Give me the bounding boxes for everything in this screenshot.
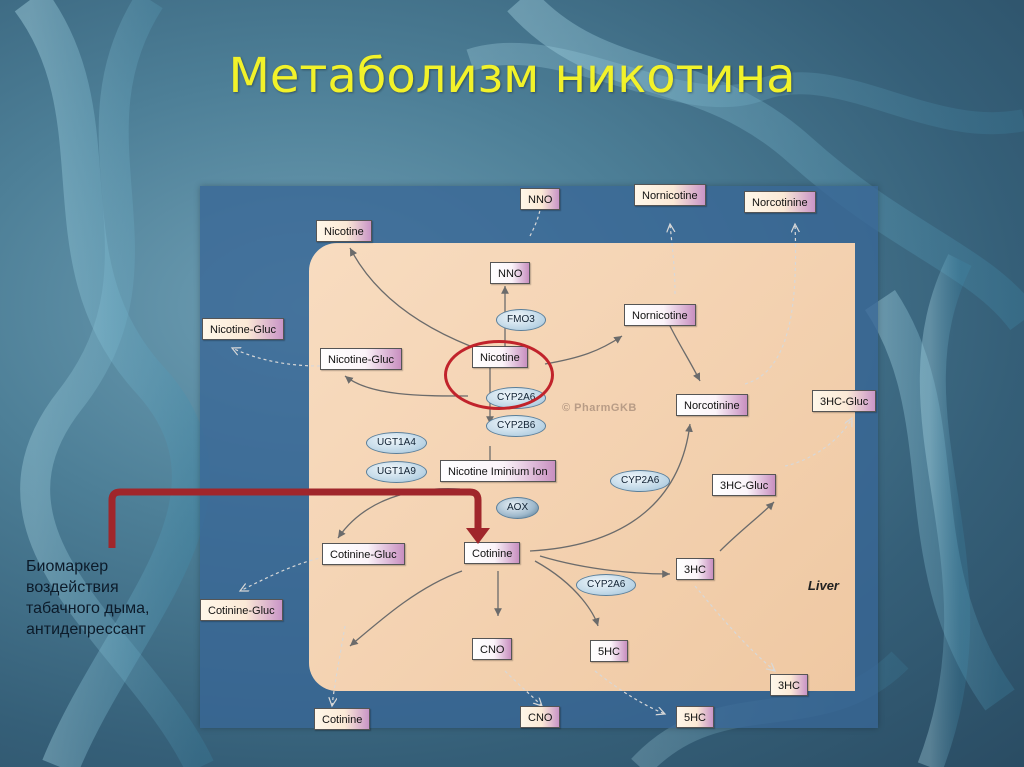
enzyme-aox: AOX — [496, 497, 540, 519]
node-cotinine-gluc-outside: Cotinine-Gluc — [200, 599, 283, 621]
slide-title: Метаболизм никотина — [228, 48, 796, 104]
node-nno-outside: NNO — [520, 188, 561, 210]
node-nornicotine-outside: Nornicotine — [634, 184, 706, 206]
node-cotinine: Cotinine — [464, 542, 521, 564]
node-nicotine-outside: Nicotine — [316, 220, 372, 242]
node-cno-outside: CNO — [520, 706, 561, 728]
pharmgkb-watermark: © PharmGKB — [562, 402, 637, 414]
node-5hc-outside: 5HC — [676, 706, 715, 728]
nicotine-highlight-circle — [444, 340, 554, 410]
pathway-arrows — [200, 186, 878, 728]
node-cno: CNO — [472, 638, 513, 660]
enzyme-cyp2a6-cotinine: CYP2A6 — [610, 470, 671, 492]
node-nornicotine: Nornicotine — [624, 304, 696, 326]
node-5hc: 5HC — [590, 640, 629, 662]
node-nicotine-gluc: Nicotine-Gluc — [320, 348, 403, 370]
node-norcotinine-outside: Norcotinine — [744, 191, 816, 213]
enzyme-fmo3: FMO3 — [496, 309, 546, 331]
node-cotinine-outside: Cotinine — [314, 708, 371, 730]
enzyme-cyp2b6: CYP2B6 — [486, 415, 547, 437]
node-3hc-outside: 3HC — [770, 674, 809, 696]
node-nicotine-iminium-ion: Nicotine Iminium Ion — [440, 460, 556, 482]
enzyme-ugt1a9: UGT1A9 — [366, 461, 427, 483]
node-3hc-gluc-outside: 3HC-Gluc — [812, 390, 877, 412]
node-nicotine-gluc-outside: Nicotine-Gluc — [202, 318, 285, 340]
enzyme-cyp2a6-3hc: CYP2A6 — [576, 574, 637, 596]
node-cotinine-gluc: Cotinine-Gluc — [322, 543, 405, 565]
liver-label: Liver — [807, 578, 839, 593]
node-norcotinine: Norcotinine — [676, 394, 748, 416]
metabolism-diagram: Liver — [200, 184, 878, 730]
node-3hc-gluc: 3HC-Gluc — [712, 474, 777, 496]
node-3hc: 3HC — [676, 558, 715, 580]
enzyme-ugt1a4: UGT1A4 — [366, 432, 427, 454]
biomarker-callout: Биомаркер воздействия табачного дыма, ан… — [26, 558, 150, 638]
node-nno: NNO — [490, 262, 531, 284]
